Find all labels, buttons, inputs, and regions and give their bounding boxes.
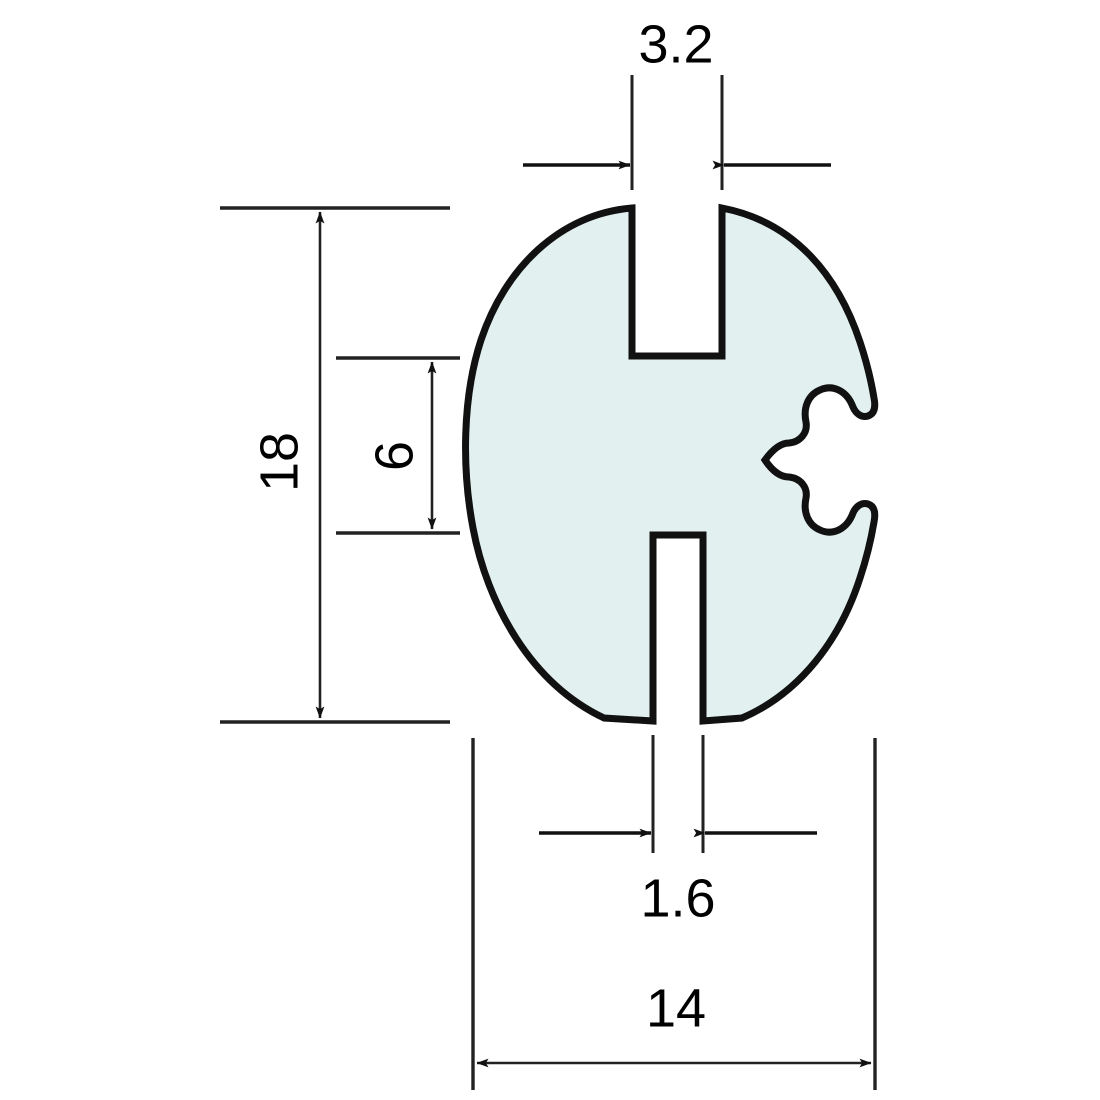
profile-shape-group (462, 203, 879, 725)
dimension-18-group: 18 (220, 206, 450, 724)
dimension-1-6-group: 1.6 (539, 735, 817, 928)
dimension-6-label: 6 (364, 441, 424, 471)
dimension-3-2-label: 3.2 (638, 14, 713, 74)
dimension-14-label: 14 (646, 978, 706, 1038)
dimension-18-label: 18 (249, 432, 309, 492)
dimension-6-group: 6 (336, 356, 460, 535)
dimension-3-2-group: 3.2 (523, 14, 831, 190)
profile-outline-path (462, 203, 879, 725)
dimension-1-6-label: 1.6 (640, 868, 715, 928)
dimension-14-group: 14 (471, 738, 877, 1090)
